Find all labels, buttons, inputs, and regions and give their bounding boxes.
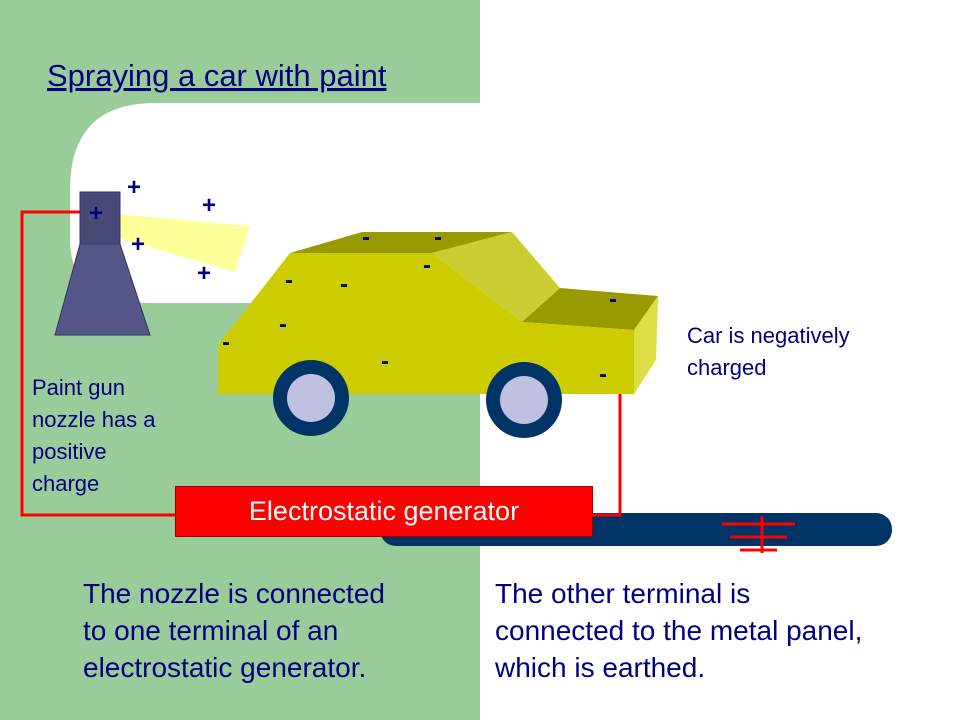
electrostatic-generator-box: Electrostatic generator: [175, 486, 593, 537]
positive-charge: +: [131, 231, 145, 258]
panel-wire: [593, 390, 622, 517]
bottom-right-line: The other terminal is: [495, 578, 751, 609]
negative-charge: -: [609, 286, 617, 313]
bottom-right-line: connected to the metal panel,: [495, 615, 863, 646]
generator-label: Electrostatic generator: [248, 496, 520, 526]
car-body: [218, 253, 634, 394]
negative-charge: -: [362, 224, 370, 251]
negative-charge: -: [279, 311, 287, 338]
positive-charge: +: [202, 192, 216, 219]
bottom-left-text: The nozzle is connected to one terminal …: [83, 575, 385, 686]
nozzle-label-line: positive: [32, 439, 107, 464]
negative-charge: -: [222, 329, 230, 356]
car-front: [634, 296, 658, 394]
negative-charge: -: [285, 267, 293, 294]
car-rear-hubcap: [287, 374, 335, 422]
car-label: Car is negatively charged: [687, 320, 850, 384]
positive-charge: +: [89, 200, 103, 227]
earth-symbol: [722, 516, 795, 553]
bottom-right-line: which is earthed.: [495, 652, 706, 683]
negative-charge: -: [423, 252, 431, 279]
car-label-line: Car is negatively: [687, 323, 850, 348]
nozzle-label: Paint gun nozzle has a positive charge: [32, 372, 156, 500]
negative-charge: -: [340, 271, 348, 298]
bottom-left-line: to one terminal of an: [83, 615, 339, 646]
paint-spray: [118, 214, 250, 272]
car-bonnet-top: [522, 288, 658, 330]
slide-title: Spraying a car with paint: [47, 58, 387, 93]
car-rear-window: [432, 232, 560, 322]
negative-charge: -: [599, 361, 607, 388]
positive-charge: +: [197, 260, 211, 287]
nozzle-wire: [20, 210, 175, 517]
car-label-line: charged: [687, 355, 767, 380]
positive-charge: +: [127, 174, 141, 201]
negative-charge: -: [381, 348, 389, 375]
bottom-left-line: electrostatic generator.: [83, 652, 367, 683]
car: [218, 232, 658, 438]
paint-gun-nozzle: [54, 191, 151, 336]
nozzle-label-line: charge: [32, 471, 100, 496]
bottom-right-text: The other terminal is connected to the m…: [495, 575, 862, 686]
nozzle-label-line: Paint gun: [32, 375, 125, 400]
bottom-left-line: The nozzle is connected: [83, 578, 385, 609]
car-roof-top: [290, 232, 512, 253]
negative-charge: -: [434, 224, 442, 251]
nozzle-label-line: nozzle has a: [32, 407, 156, 432]
car-front-hubcap: [500, 376, 548, 424]
